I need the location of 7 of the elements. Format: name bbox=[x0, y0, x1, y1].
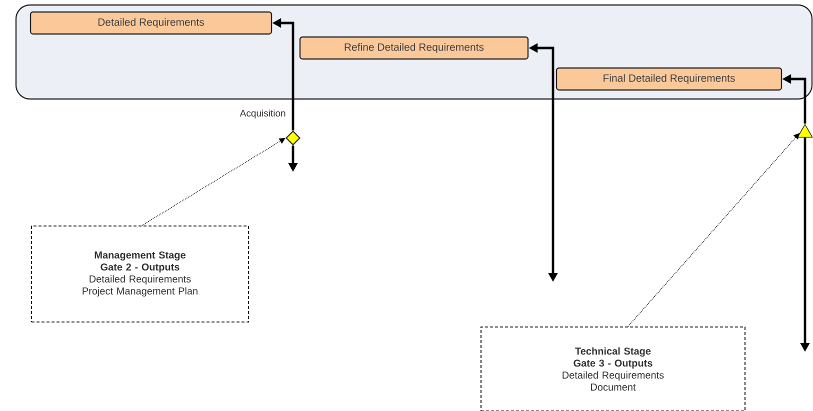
activity-box: Final Detailed Requirements bbox=[556, 67, 782, 91]
leader-arrow bbox=[142, 138, 286, 226]
activity-box: Refine Detailed Requirements bbox=[299, 36, 529, 60]
output-box: Technical Stage Gate 3 - Outputs Detailed Requirements Document bbox=[480, 326, 746, 411]
output-box: Management Stage Gate 2 - Outputs Detailed Requirements Project Management Plan bbox=[30, 225, 250, 323]
stage-label: Acquisition bbox=[240, 110, 286, 118]
activity-box: Detailed Requirements bbox=[30, 11, 272, 35]
